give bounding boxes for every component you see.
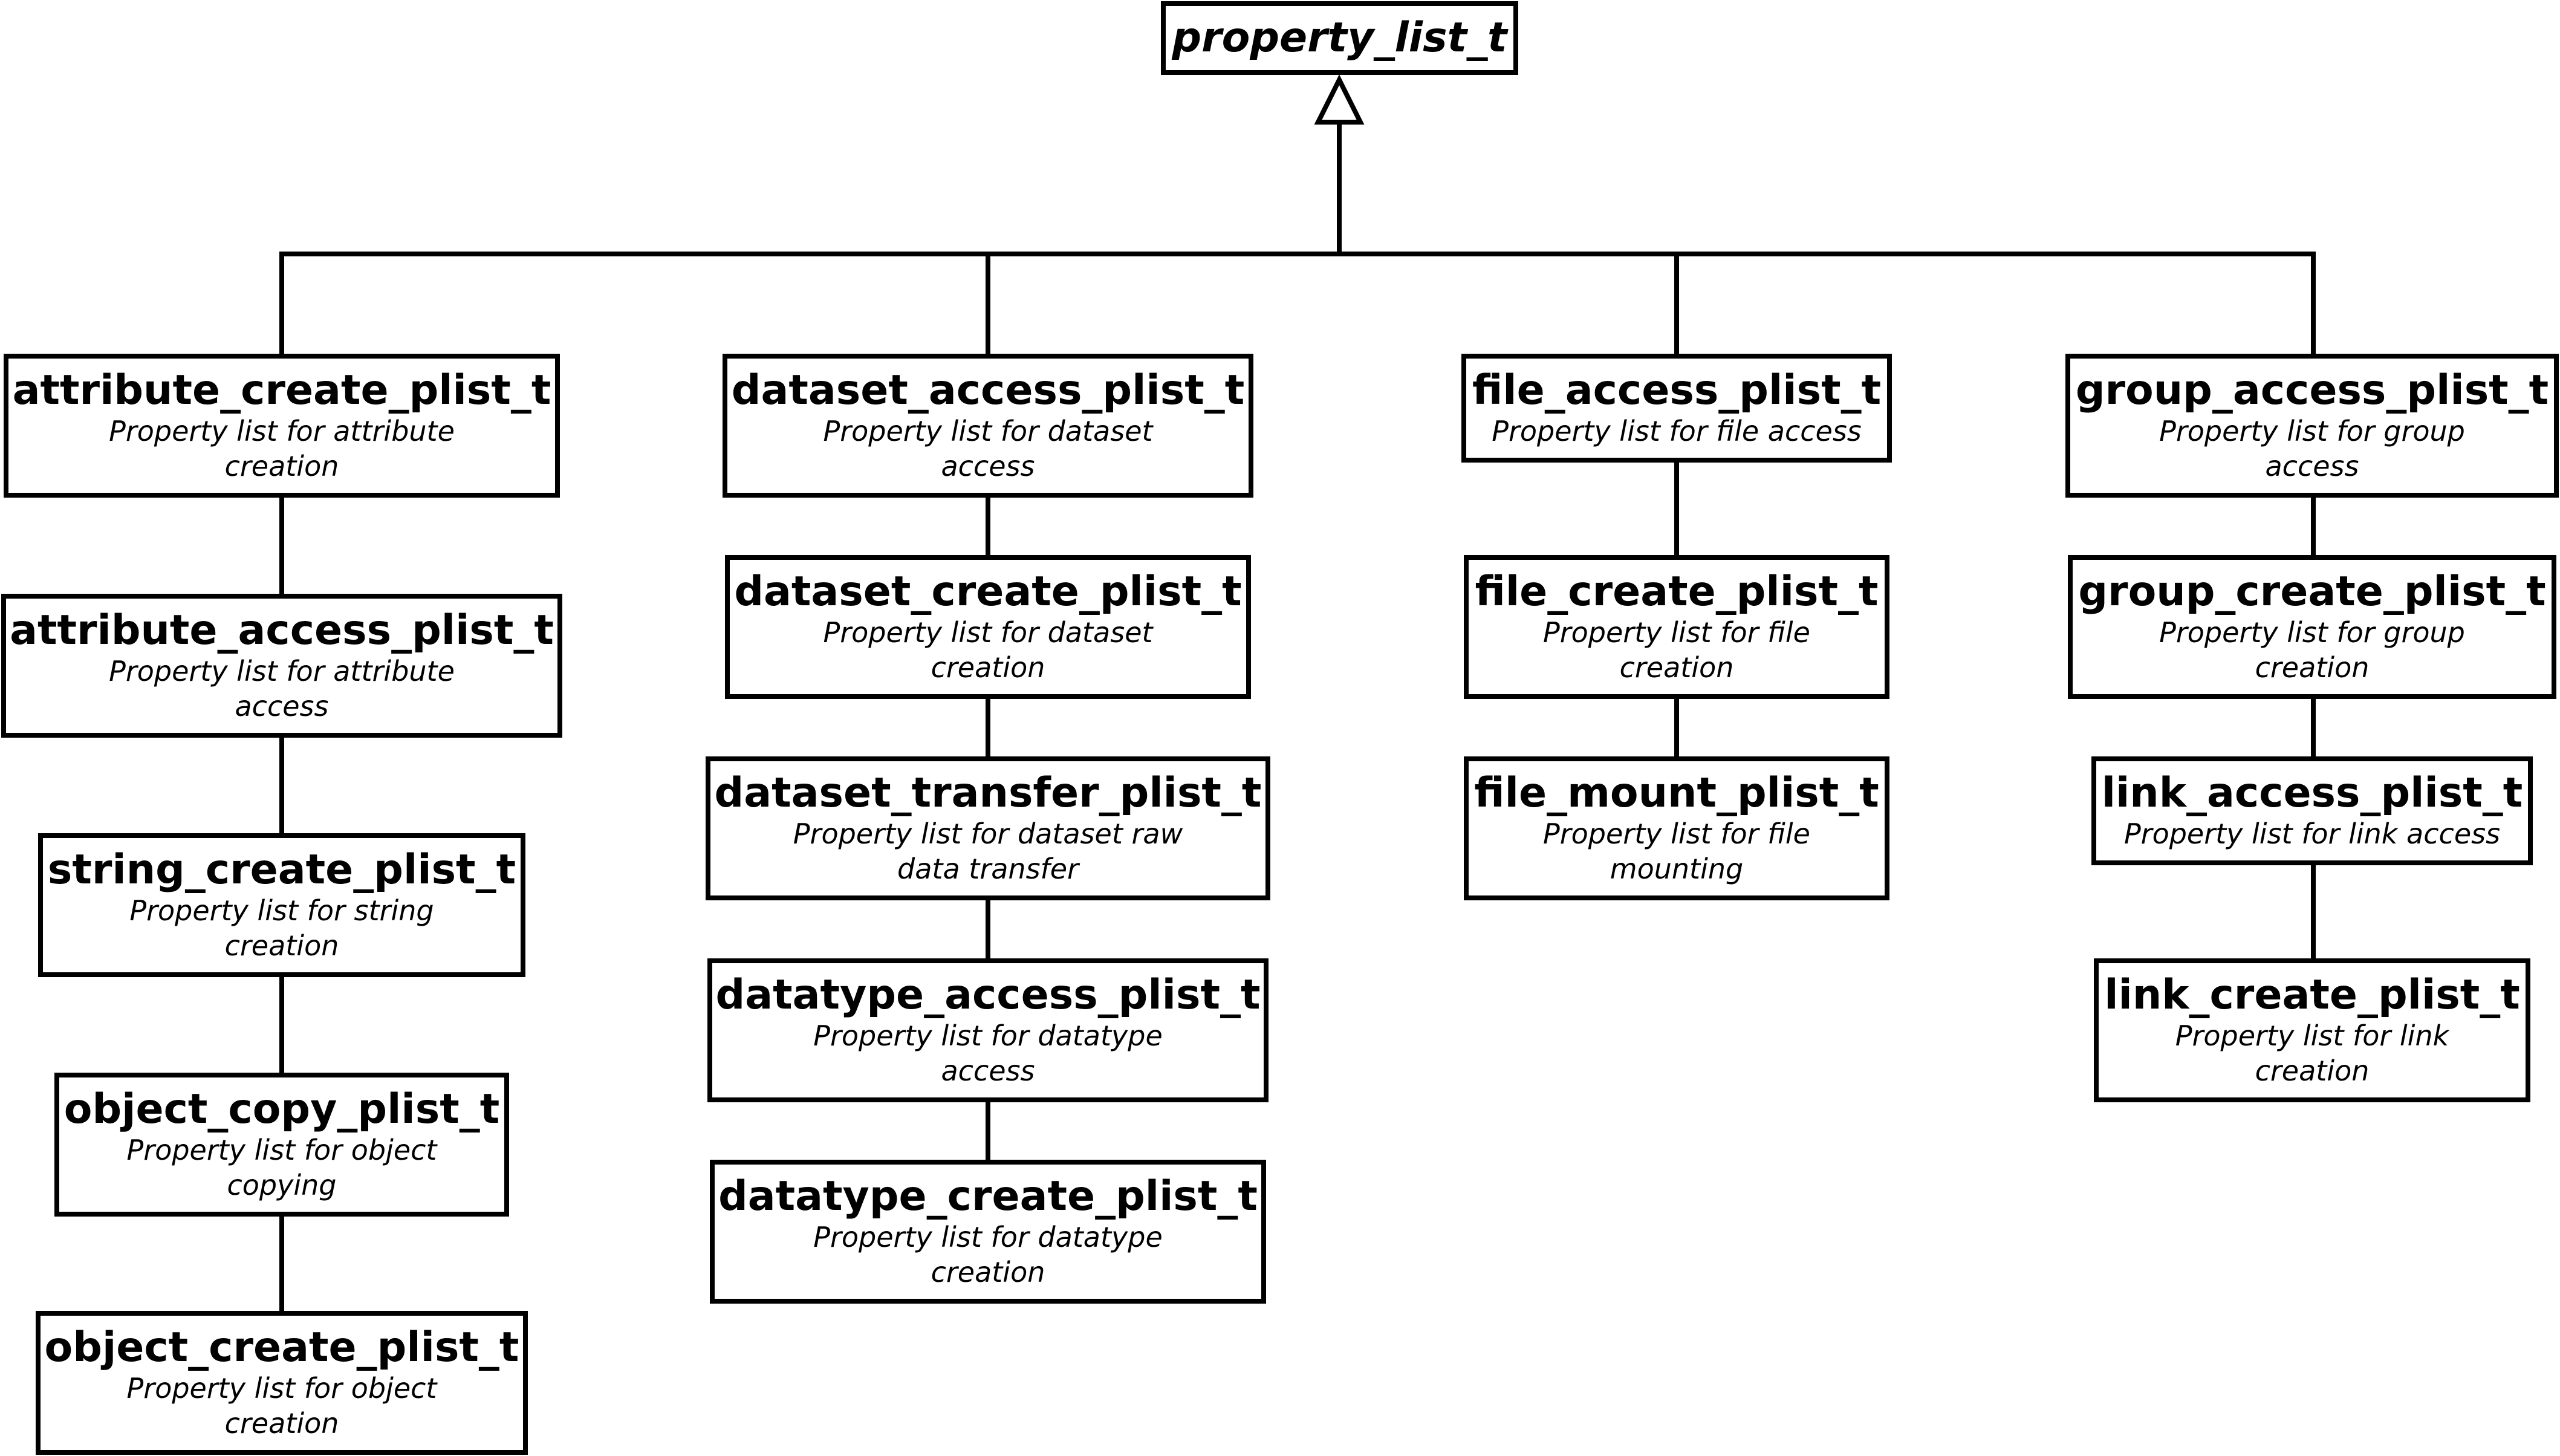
node-name: group_access_plist_t xyxy=(2075,366,2549,414)
node-name: file_create_plist_t xyxy=(1475,568,1879,616)
node-dataset-access-plist-t: dataset_access_plist_t Property list for… xyxy=(723,354,1253,498)
node-name: group_create_plist_t xyxy=(2078,568,2546,616)
node-description: Property list for group access xyxy=(2159,415,2465,483)
node-name: dataset_access_plist_t xyxy=(731,366,1245,414)
node-name: dataset_create_plist_t xyxy=(734,568,1242,616)
node-name: property_list_t xyxy=(1172,14,1507,62)
node-attribute-access-plist-t: attribute_access_plist_t Property list f… xyxy=(1,594,562,738)
node-name: string_create_plist_t xyxy=(47,846,516,894)
node-description: Property list for datatype creation xyxy=(813,1221,1163,1289)
node-group-create-plist-t: group_create_plist_t Property list for g… xyxy=(2068,555,2556,699)
node-dataset-transfer-plist-t: dataset_transfer_plist_t Property list f… xyxy=(706,756,1270,900)
node-description: Property list for attribute access xyxy=(109,655,455,723)
node-description: Property list for file mounting xyxy=(1543,817,1810,885)
node-name: attribute_access_plist_t xyxy=(10,606,554,654)
node-description: Property list for dataset access xyxy=(823,415,1153,483)
inheritance-arrowhead xyxy=(1314,74,1365,125)
node-link-access-plist-t: link_access_plist_t Property list for li… xyxy=(2091,756,2533,865)
node-description: Property list for dataset raw data trans… xyxy=(793,817,1183,885)
node-description: Property list for attribute creation xyxy=(109,415,455,483)
node-description: Property list for file access xyxy=(1492,415,1862,447)
node-description: Property list for object creation xyxy=(126,1372,437,1440)
node-name: link_create_plist_t xyxy=(2104,971,2520,1019)
node-name: attribute_create_plist_t xyxy=(12,366,551,414)
node-attribute-create-plist-t: attribute_create_plist_t Property list f… xyxy=(4,354,560,498)
node-name: file_access_plist_t xyxy=(1472,366,1882,414)
node-description: Property list for group creation xyxy=(2159,616,2465,684)
node-group-access-plist-t: group_access_plist_t Property list for g… xyxy=(2065,354,2559,498)
node-file-mount-plist-t: file_mount_plist_t Property list for fil… xyxy=(1464,756,1889,900)
node-name: file_mount_plist_t xyxy=(1474,769,1879,817)
node-name: datatype_access_plist_t xyxy=(715,971,1261,1019)
node-description: Property list for dataset creation xyxy=(823,616,1153,684)
node-description: Property list for datatype access xyxy=(813,1019,1163,1087)
node-name: dataset_transfer_plist_t xyxy=(714,769,1262,817)
node-description: Property list for file creation xyxy=(1543,616,1810,684)
node-property-list-t: property_list_t xyxy=(1161,1,1518,75)
node-description: Property list for link creation xyxy=(2175,1019,2449,1087)
node-string-create-plist-t: string_create_plist_t Property list for … xyxy=(38,833,525,977)
node-dataset-create-plist-t: dataset_create_plist_t Property list for… xyxy=(725,555,1251,699)
node-description: Property list for link access xyxy=(2123,817,2501,850)
node-link-create-plist-t: link_create_plist_t Property list for li… xyxy=(2094,958,2530,1102)
node-datatype-create-plist-t: datatype_create_plist_t Property list fo… xyxy=(710,1160,1266,1304)
node-name: link_access_plist_t xyxy=(2101,769,2523,817)
node-object-create-plist-t: object_create_plist_t Property list for … xyxy=(36,1311,528,1455)
node-name: object_copy_plist_t xyxy=(63,1085,500,1133)
node-name: datatype_create_plist_t xyxy=(718,1172,1258,1220)
node-description: Property list for object copying xyxy=(126,1134,437,1201)
node-file-access-plist-t: file_access_plist_t Property list for fi… xyxy=(1461,354,1892,463)
node-name: object_create_plist_t xyxy=(44,1324,519,1371)
node-datatype-access-plist-t: datatype_access_plist_t Property list fo… xyxy=(707,958,1269,1102)
node-description: Property list for string creation xyxy=(129,894,434,962)
node-object-copy-plist-t: object_copy_plist_t Property list for ob… xyxy=(54,1073,509,1217)
node-file-create-plist-t: file_create_plist_t Property list for fi… xyxy=(1464,555,1889,699)
